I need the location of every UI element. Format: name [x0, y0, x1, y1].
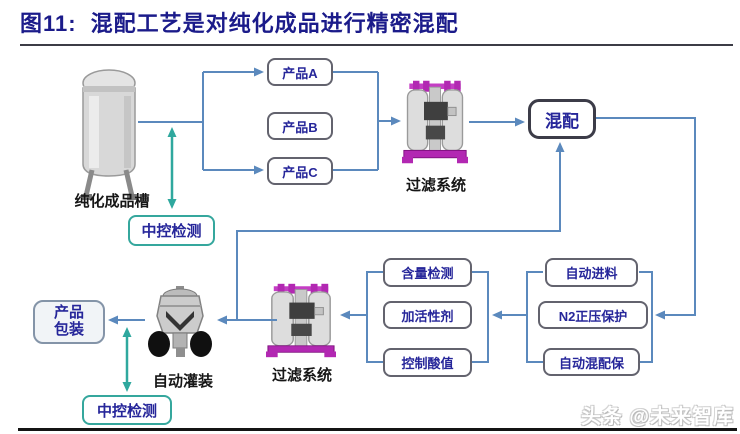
title-divider [20, 44, 733, 46]
node-mixing: 混配 [528, 99, 596, 139]
arrowhead-control-bottom-down [122, 382, 132, 392]
arrowhead-rightgroup [655, 310, 665, 320]
node-add-active-agent: 加活性剂 [383, 301, 472, 329]
node-n2-protection: N2正压保护 [538, 301, 648, 329]
filter-system-bottom-image [266, 283, 336, 358]
arrowhead-product-a [254, 67, 264, 77]
node-product-a: 产品A [267, 58, 333, 86]
filter-system-bottom-label: 过滤系统 [271, 367, 332, 384]
node-product-packaging: 产品 包装 [33, 300, 105, 344]
filter-system-top-label: 过滤系统 [405, 177, 466, 194]
arrowhead-product-c [254, 165, 264, 175]
watermark: 头条 @未来智库 [580, 406, 734, 428]
arrowhead-control-top-up [167, 127, 177, 137]
arrowhead-filter2 [340, 310, 350, 320]
auto-filling-label: 自动灌装 [152, 373, 213, 390]
node-auto-feed: 自动进料 [545, 258, 638, 287]
arrowhead-mixing [515, 117, 525, 127]
line-products-merge [333, 71, 392, 171]
node-central-control-bottom: 中控检测 [82, 395, 172, 425]
figure-title-text: 混配工艺是对纯化成品进行精密混配 [90, 11, 459, 36]
arrowhead-filling [217, 315, 227, 325]
arrowhead-filter1 [391, 116, 401, 126]
purified-product-tank-image [81, 69, 138, 200]
arrowhead-control-bottom-up [122, 327, 132, 337]
node-product-b: 产品B [267, 112, 333, 140]
auto-filling-machine-image [148, 286, 212, 357]
tank-label: 纯化成品槽 [74, 193, 150, 210]
figure-number: 图11: [20, 11, 77, 36]
node-central-control-top: 中控检测 [128, 215, 215, 246]
node-acid-control: 控制酸值 [383, 348, 472, 377]
filter-system-top-image [402, 80, 468, 164]
node-content-check: 含量检测 [383, 258, 472, 287]
arrowhead-middlegroup [492, 310, 502, 320]
bottom-divider [18, 428, 737, 431]
arrowhead-packaging [108, 315, 118, 325]
packaging-line2: 包装 [53, 321, 84, 338]
packaging-line1: 产品 [53, 304, 84, 322]
node-product-c: 产品C [267, 157, 333, 185]
figure-title: 图11: 混配工艺是对纯化成品进行精密混配 [20, 6, 459, 38]
node-auto-mix-protection: 自动混配保 [543, 348, 640, 376]
arrowhead-loop-up [555, 142, 565, 152]
line-tank-to-products [138, 71, 254, 171]
